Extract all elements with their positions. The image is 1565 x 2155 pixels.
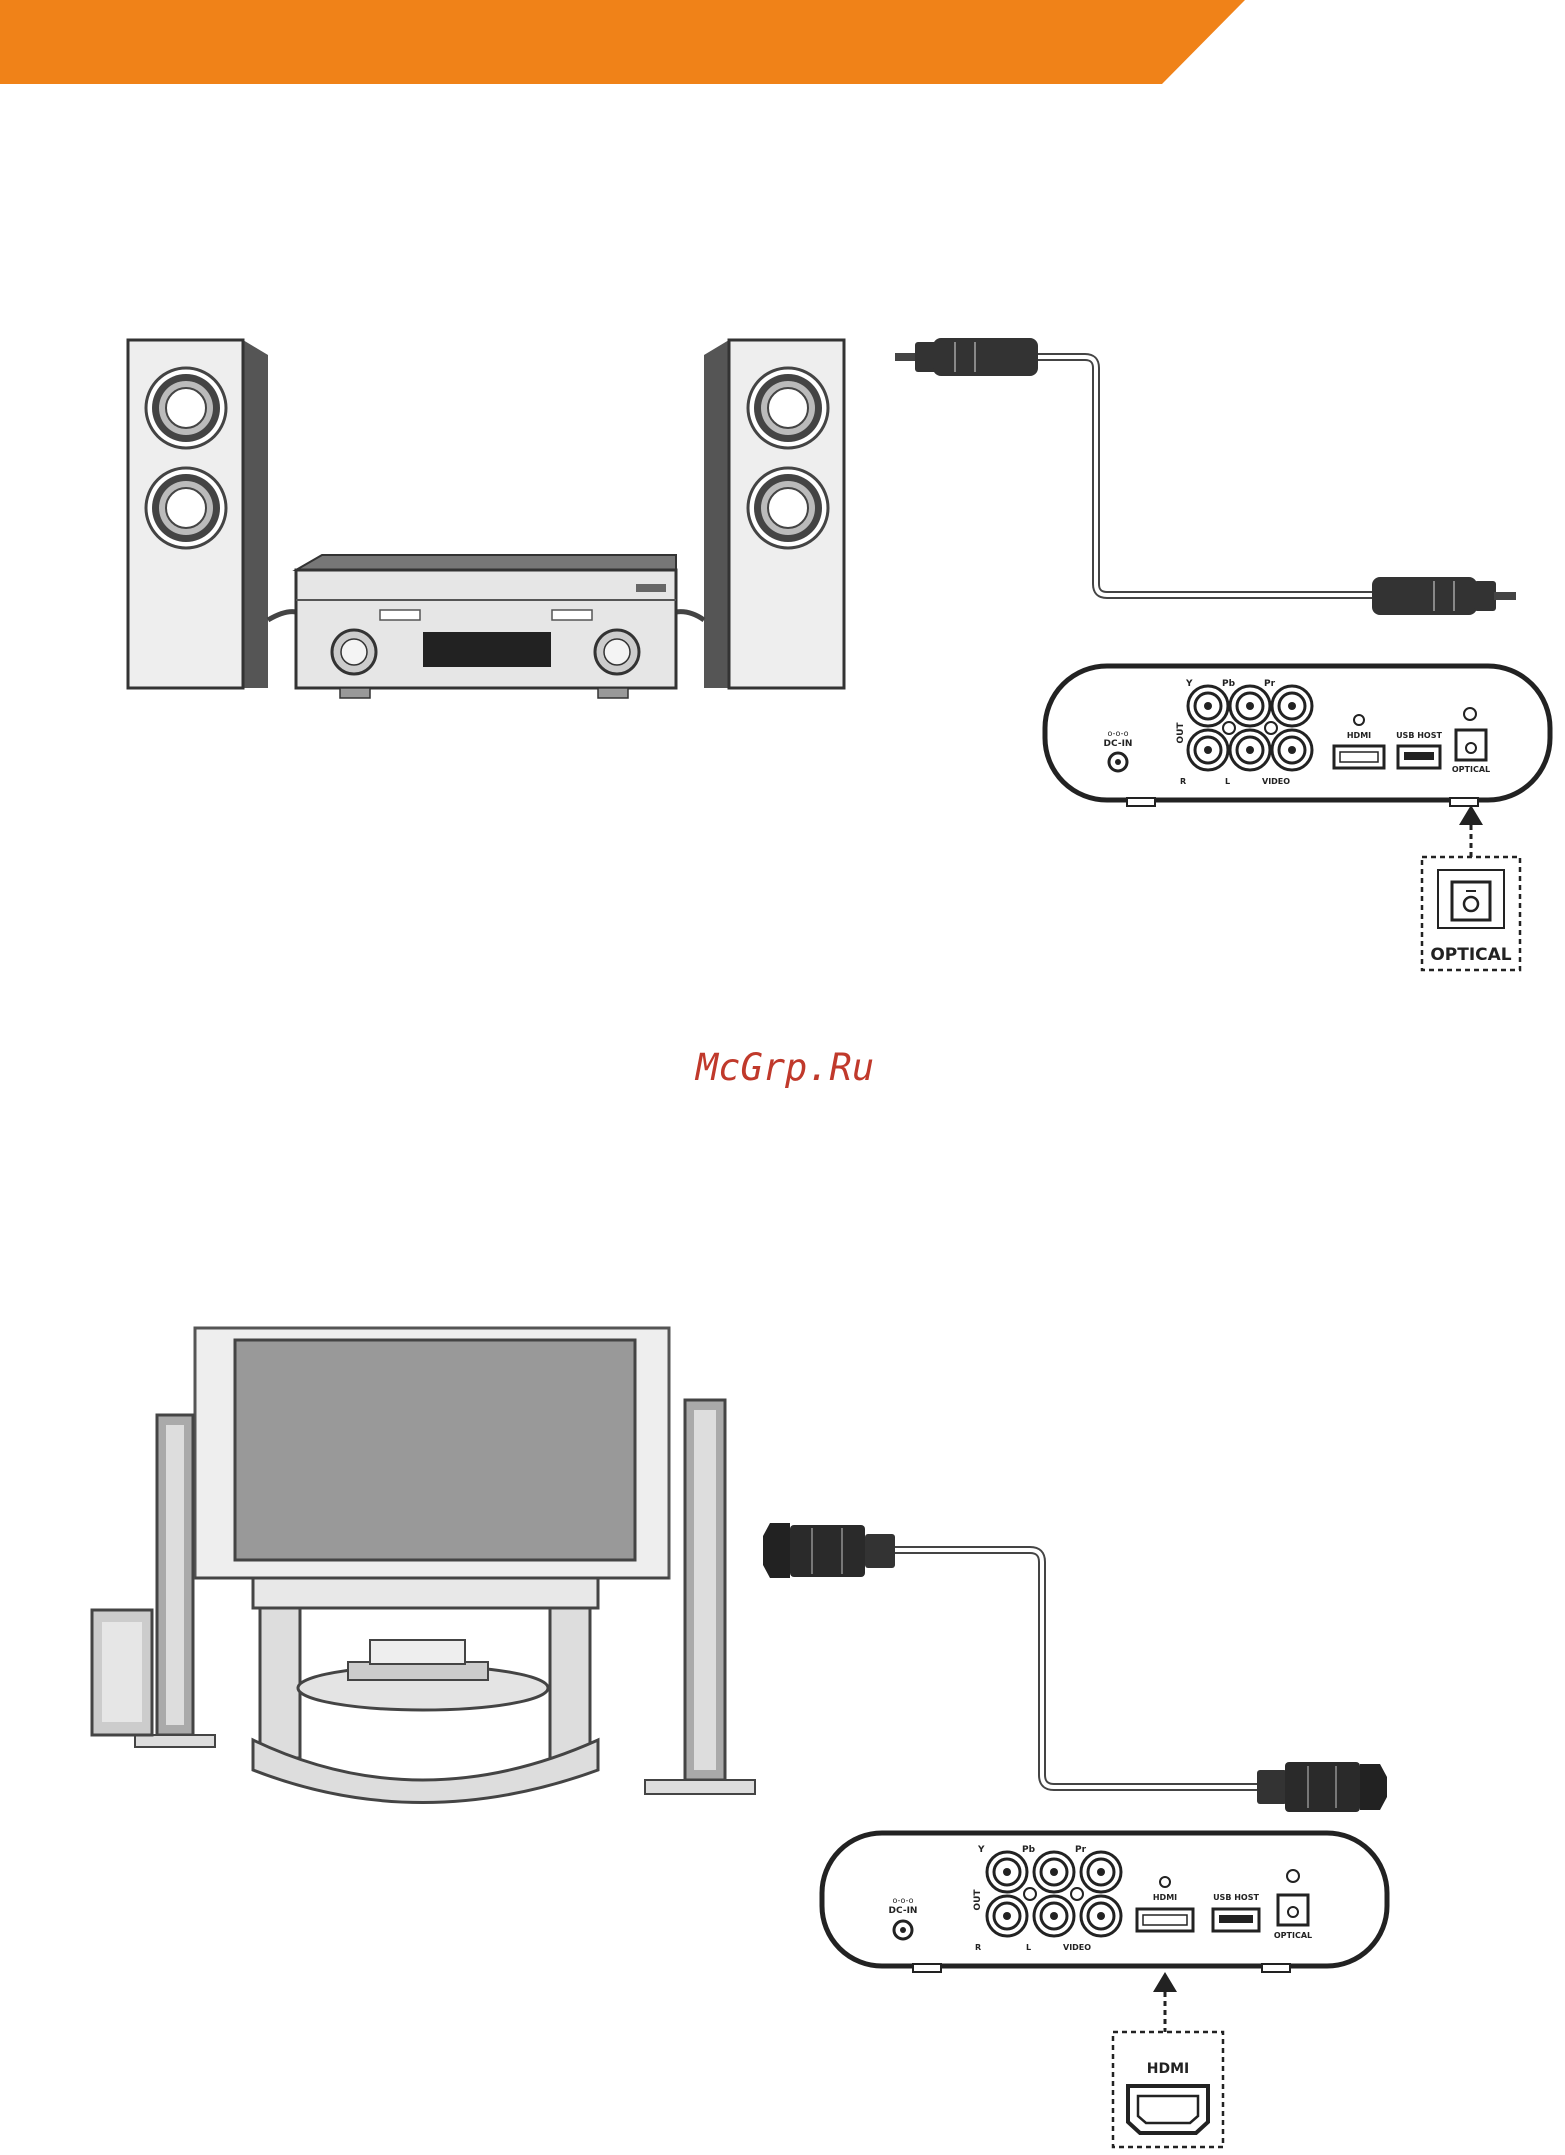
left-speaker — [128, 340, 268, 688]
out-label: OUT — [1176, 722, 1186, 744]
out-label: OUT — [973, 1889, 983, 1911]
hdmi-label: HDMI — [1347, 731, 1371, 740]
video-label: VIDEO — [1262, 777, 1290, 786]
dc-in-label: DC-IN — [1104, 739, 1133, 749]
pb-label: Pb — [1222, 679, 1236, 689]
y-label: Y — [977, 1845, 985, 1855]
rca-pb-jack — [1230, 686, 1270, 726]
rca-pb-jack — [1034, 1852, 1074, 1892]
rca-y-jack — [987, 1852, 1027, 1892]
y-label: Y — [1185, 679, 1193, 689]
r-label: R — [975, 1943, 981, 1952]
rca-video-jack — [1081, 1896, 1121, 1936]
pr-label: Pr — [1075, 1845, 1087, 1855]
pr-label: Pr — [1264, 679, 1276, 689]
subwoofer — [92, 1610, 152, 1735]
home-theater-illustration — [92, 1328, 755, 1803]
svg-text:o-o-o: o-o-o — [892, 1896, 913, 1905]
video-label: VIDEO — [1063, 1943, 1091, 1952]
rca-y-jack — [1188, 686, 1228, 726]
rca-l-jack — [1230, 730, 1270, 770]
tv-stand — [253, 1578, 598, 1803]
rca-l-jack — [1034, 1896, 1074, 1936]
hdmi-callout: HDMI — [1113, 1972, 1223, 2147]
r-label: R — [1180, 777, 1186, 786]
hdmi-cable — [763, 1523, 1387, 1812]
optical-port-label: OPTICAL — [1274, 1931, 1312, 1940]
usb-host-label: USB HOST — [1213, 1893, 1259, 1902]
header-band — [0, 0, 1245, 84]
pb-label: Pb — [1022, 1845, 1036, 1855]
rca-pr-jack — [1081, 1852, 1121, 1892]
rca-video-jack — [1272, 730, 1312, 770]
dc-in-label: DC-IN — [889, 1906, 918, 1916]
optical-callout-label: OPTICAL — [1430, 945, 1511, 965]
optical-port-label: OPTICAL — [1452, 765, 1490, 774]
media-player-back-panel: o-o-o DC-IN OUT Y Pb Pr R L VIDEO HDMI U… — [1045, 666, 1550, 806]
stereo-system-illustration — [128, 340, 844, 698]
figure-optical: o-o-o DC-IN OUT Y Pb Pr R L VIDEO HDMI U… — [128, 338, 1550, 970]
figure-hdmi: o-o-o DC-IN OUT Y Pb Pr R L VIDEO HDMI U… — [92, 1328, 1387, 2147]
usb-host-label: USB HOST — [1396, 731, 1442, 740]
right-speaker — [704, 340, 844, 688]
hdmi-callout-label: HDMI — [1147, 2061, 1189, 2077]
rca-pr-jack — [1272, 686, 1312, 726]
hdmi-label: HDMI — [1153, 1893, 1177, 1902]
tv — [195, 1328, 669, 1578]
optical-callout: OPTICAL — [1422, 805, 1520, 970]
rca-r-jack — [987, 1896, 1027, 1936]
watermark-text: McGrp.Ru — [694, 1046, 874, 1089]
svg-text:o-o-o: o-o-o — [1107, 729, 1128, 738]
l-label: L — [1225, 777, 1230, 786]
media-player-back-panel: o-o-o DC-IN OUT Y Pb Pr R L VIDEO HDMI U… — [822, 1833, 1387, 1972]
receiver — [296, 555, 676, 698]
rca-r-jack — [1188, 730, 1228, 770]
optical-cable — [895, 338, 1516, 615]
l-label: L — [1026, 1943, 1031, 1952]
